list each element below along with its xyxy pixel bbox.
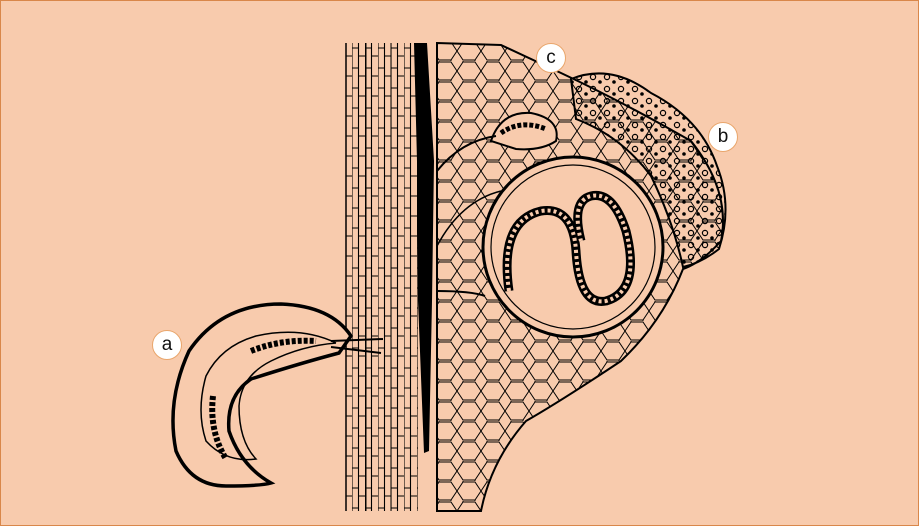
- stem-axis: [346, 43, 437, 511]
- label-c: c: [536, 43, 566, 73]
- label-a: a: [152, 330, 182, 360]
- label-b: b: [708, 122, 738, 152]
- outgrowth-body: [437, 43, 726, 511]
